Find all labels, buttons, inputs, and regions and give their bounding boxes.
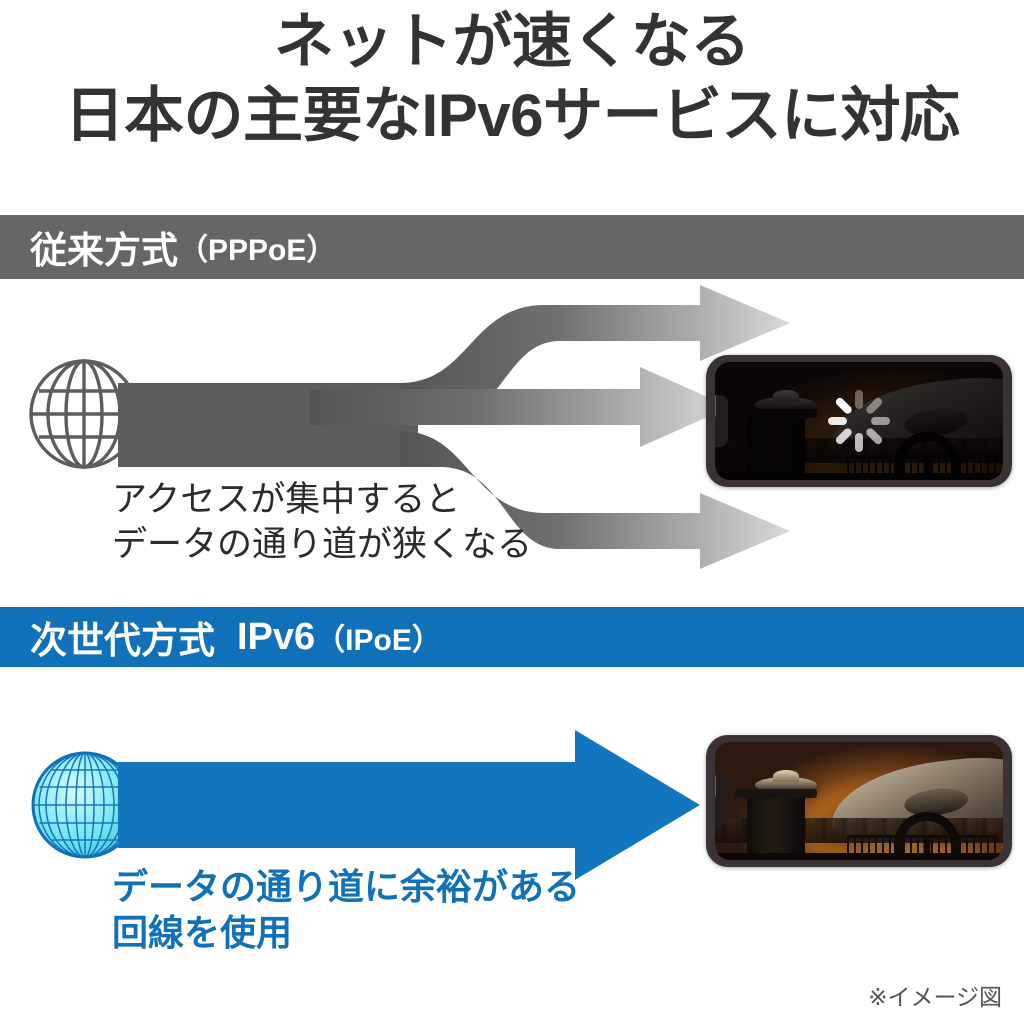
loading-spinner-icon (828, 390, 890, 452)
page-title: ネットが速くなる 日本の主要なIPv6サービスに対応 (0, 8, 1024, 151)
section-header-legacy: 従来方式 （PPPoE） (0, 215, 1024, 279)
section-header-nextgen: 次世代方式 IPv6 （IPoE） (0, 607, 1024, 667)
phone-nextgen (706, 735, 1012, 867)
phone-side-button (715, 395, 716, 418)
nextgen-caption: データの通り道に余裕がある 回線を使用 (112, 866, 581, 954)
legacy-caption: アクセスが集中すると データの通り道が狭くなる (112, 480, 533, 564)
phone-notch (715, 775, 728, 827)
phone-nextgen-screen (715, 742, 1003, 860)
phone-legacy-screen (715, 362, 1003, 480)
footnote-disclaimer: ※イメージ図 (868, 984, 1002, 1010)
section-header-legacy-sub: （PPPoE） (178, 234, 337, 267)
phone-notch (715, 395, 728, 447)
scifi-scene-bright (715, 742, 1003, 860)
title-line-1: ネットが速くなる (274, 8, 751, 75)
section-header-nextgen-ipv6: IPv6 (237, 615, 316, 658)
phone-legacy (706, 355, 1012, 487)
section-header-nextgen-main: 次世代方式 (30, 620, 215, 661)
globe-filled-icon (31, 751, 139, 859)
section-header-nextgen-sub: （IPoE） (315, 624, 442, 657)
legacy-flow-arrows (118, 285, 790, 569)
phone-side-button (715, 775, 716, 798)
nextgen-flow-arrow (118, 730, 700, 880)
screen-dim-overlay (715, 362, 1003, 480)
title-line-2: 日本の主要なIPv6サービスに対応 (64, 82, 960, 150)
section-header-legacy-main: 従来方式 (30, 230, 178, 271)
